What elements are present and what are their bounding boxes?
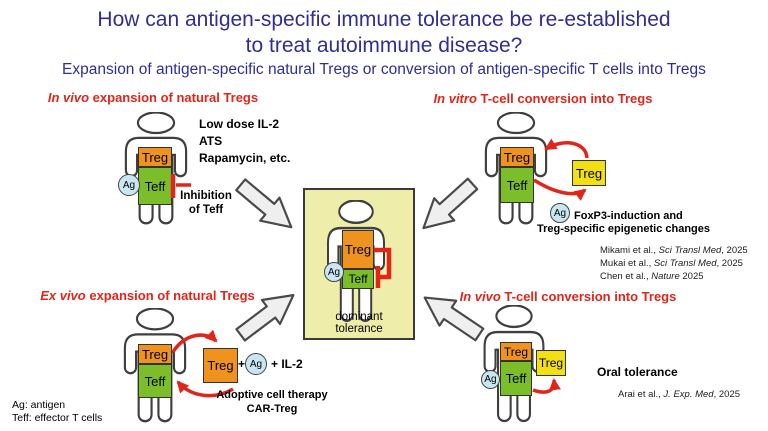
teff-cell-box: Teff bbox=[138, 167, 172, 205]
treg-cell-box: Treg bbox=[342, 230, 374, 269]
converted-treg-box: Treg bbox=[572, 160, 606, 186]
adoptive-therapy-label: Adoptive cell therapy CAR-Treg bbox=[216, 389, 328, 415]
teff-cell-box: Teff bbox=[500, 361, 532, 396]
dominant-tolerance-caption: dominant tolerance bbox=[335, 311, 383, 335]
reference-list: Mikami et al., Sci Transl Med, 2025 Muka… bbox=[600, 244, 748, 283]
antigen-badge: Ag bbox=[118, 174, 140, 196]
antigen-badge: Ag bbox=[324, 262, 344, 282]
plus-sign: + bbox=[238, 357, 246, 371]
antigen-badge: Ag bbox=[550, 203, 570, 223]
converted-treg-box: Treg bbox=[536, 350, 566, 376]
abbreviation-legend: Ag: antigen Teff: effector T cells bbox=[12, 399, 103, 424]
inhibition-label: Inhibition of Teff bbox=[180, 190, 232, 216]
foxp3-note-line1: FoxP3-induction and bbox=[574, 210, 683, 222]
teff-cell-box: Teff bbox=[138, 364, 172, 398]
heading-top-left: In vivo expansion of natural Tregs bbox=[47, 90, 259, 105]
heading-bottom-left: Ex vivo expansion of natural Tregs bbox=[40, 288, 255, 303]
treg-cell-box: Treg bbox=[138, 344, 172, 364]
heading-bottom-right: In vivo T-cell conversion into Tregs bbox=[459, 289, 677, 304]
teff-cell-box: Teff bbox=[500, 167, 534, 203]
slide-subtitle: Expansion of antigen-specific natural Tr… bbox=[62, 61, 706, 78]
heading-top-right: In vitro T-cell conversion into Tregs bbox=[433, 91, 653, 106]
antigen-badge: Ag bbox=[245, 353, 267, 375]
treatments-list: Low dose IL-2 ATS Rapamycin, etc. bbox=[199, 117, 291, 165]
plus-il2-label: + IL-2 bbox=[271, 357, 303, 371]
reference: Mikami et al., Sci Transl Med, 2025 bbox=[600, 245, 748, 256]
antigen-badge: Ag bbox=[481, 370, 500, 389]
title-line-1: How can antigen-specific immune toleranc… bbox=[97, 8, 671, 31]
treg-cell-box: Treg bbox=[500, 147, 534, 167]
block-arrow-top-left-icon bbox=[235, 178, 293, 229]
converted-treg-box: Treg bbox=[203, 348, 238, 383]
reference: Mukai et al., Sci Transl Med, 2025 bbox=[600, 258, 743, 269]
reference: Arai et al., J. Exp. Med, 2025 bbox=[618, 389, 741, 400]
title-line-2: to treat autoimmune disease? bbox=[245, 34, 523, 57]
foxp3-note-line2: Treg-specific epigenetic changes bbox=[537, 223, 711, 235]
reference: Chen et al., Nature 2025 bbox=[600, 271, 704, 282]
treg-cell-box: Treg bbox=[500, 342, 532, 361]
treg-cell-box: Treg bbox=[138, 147, 172, 167]
oral-tolerance-label: Oral tolerance bbox=[597, 365, 678, 379]
page-title: How can antigen-specific immune toleranc… bbox=[0, 7, 768, 59]
teff-cell-box: Teff bbox=[342, 269, 374, 289]
